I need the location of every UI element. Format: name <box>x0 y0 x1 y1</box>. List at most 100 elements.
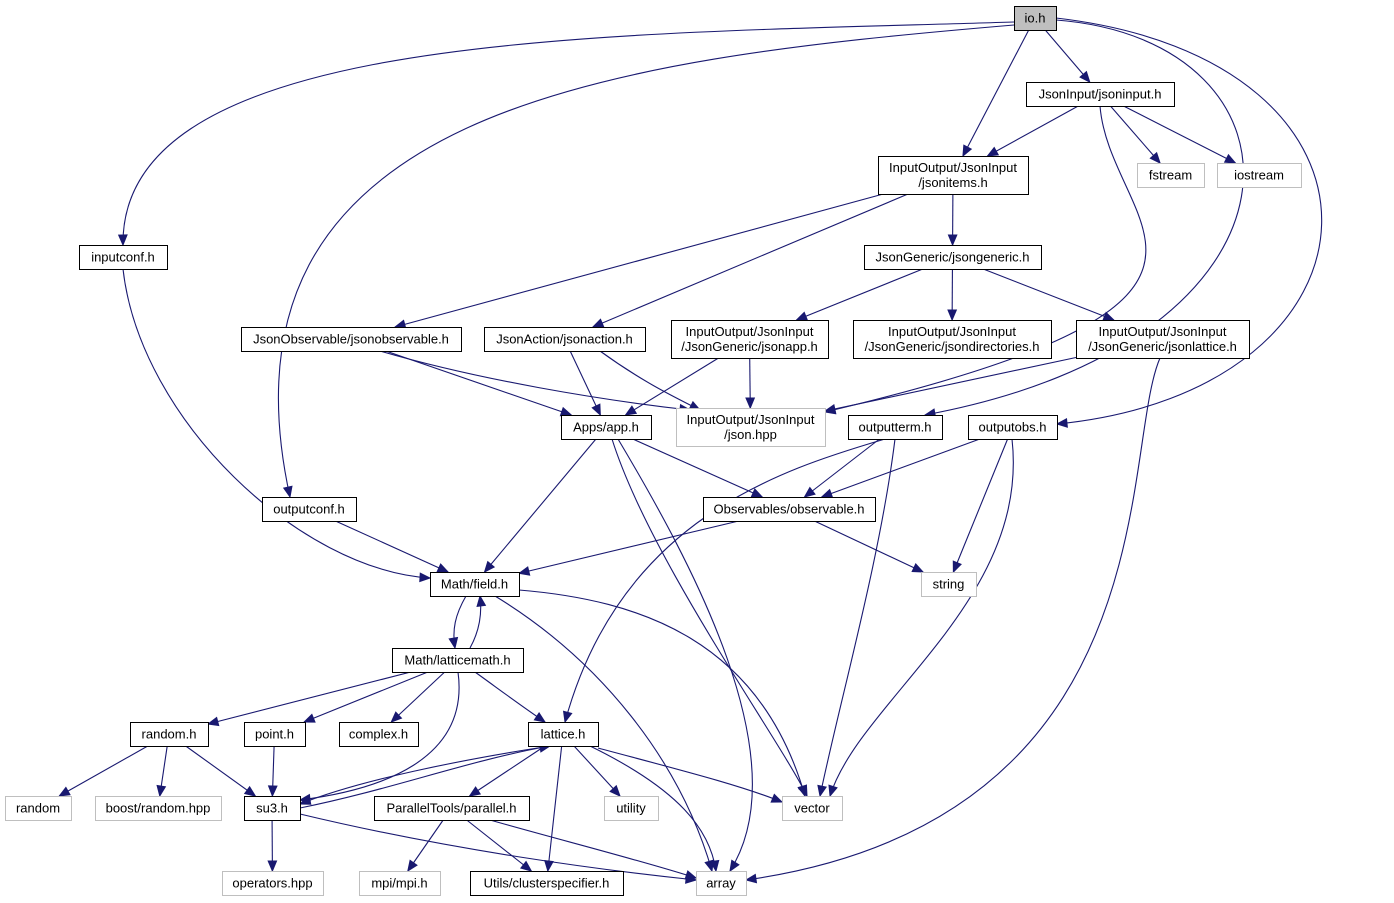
node-label: Observables/observable.h <box>713 502 864 517</box>
node-label: iostream <box>1234 168 1284 183</box>
edge-line <box>962 29 1030 157</box>
edge-jsonitems-to-jsonobservable <box>393 193 884 330</box>
node-box <box>392 648 524 673</box>
node-outputobs[interactable]: outputobs.h <box>968 415 1058 440</box>
node-outputterm[interactable]: outputterm.h <box>848 415 943 440</box>
node-lattice[interactable]: lattice.h <box>528 722 599 747</box>
node-label: Math/latticemath.h <box>404 653 510 668</box>
node-label: JsonObservable/jsonobservable.h <box>253 332 449 347</box>
node-json: InputOutput/JsonInput/json.hpp <box>676 408 826 447</box>
node-label: InputOutput/JsonInput <box>1099 324 1227 339</box>
edge-line <box>814 520 924 573</box>
edge-random_h-to-random <box>58 745 149 797</box>
node-clusterspecifier[interactable]: Utils/clusterspecifier.h <box>470 871 624 896</box>
node-jsonlattice[interactable]: InputOutput/JsonInput/JsonGeneric/jsonla… <box>1076 320 1250 359</box>
arrow-head-icon <box>267 785 278 798</box>
edge-line <box>299 745 551 805</box>
node-complex[interactable]: complex.h <box>339 722 419 747</box>
edge-point-to-su3 <box>267 745 278 798</box>
node-app[interactable]: Apps/app.h <box>561 415 652 440</box>
edge-line <box>569 350 601 416</box>
edge-parallel-to-array <box>489 819 698 880</box>
edge-line <box>122 21 1015 246</box>
arrow-head-icon <box>206 716 220 727</box>
edge-lattice-to-parallel <box>468 745 546 797</box>
node-point[interactable]: point.h <box>244 722 306 747</box>
node-jsongeneric[interactable]: JsonGeneric/jsongeneric.h <box>864 245 1042 270</box>
node-box <box>262 497 357 522</box>
node-io[interactable]: io.h <box>1014 6 1057 31</box>
node-boostrandom: boost/random.hpp <box>95 796 222 821</box>
edge-jsoninput-to-fstream <box>1110 105 1161 164</box>
node-jsonitems[interactable]: InputOutput/JsonInput/jsonitems.h <box>878 156 1029 195</box>
node-parallel[interactable]: ParallelTools/parallel.h <box>374 796 530 821</box>
edge-jsonlattice-to-array <box>744 357 1161 884</box>
edge-line <box>632 438 763 498</box>
edge-outputterm-to-vector <box>817 438 896 798</box>
node-jsondirectories[interactable]: InputOutput/JsonInput/JsonGeneric/jsondi… <box>853 320 1052 359</box>
arrow-head-icon <box>828 784 838 798</box>
arrow-head-icon <box>298 795 312 805</box>
edge-parallel-to-mpi <box>407 819 444 873</box>
node-jsonapp[interactable]: InputOutput/JsonInput/JsonGeneric/jsonap… <box>671 320 829 359</box>
node-box <box>671 320 829 359</box>
edge-layer <box>58 17 1323 884</box>
arrow-head-icon <box>820 488 834 499</box>
node-label: /JsonGeneric/jsonapp.h <box>681 339 818 354</box>
node-random_h[interactable]: random.h <box>130 722 209 747</box>
node-vector: vector <box>782 796 843 821</box>
node-box <box>853 320 1052 359</box>
edge-jsonapp-to-app <box>624 357 719 416</box>
node-label: outputconf.h <box>273 502 345 517</box>
node-array: array <box>696 871 747 896</box>
edge-line <box>489 819 697 879</box>
node-label: utility <box>616 801 646 816</box>
node-label: operators.hpp <box>232 876 312 891</box>
arrow-head-icon <box>267 860 278 873</box>
edge-lattice-to-clusterspecifier <box>544 745 563 873</box>
node-box <box>374 796 530 821</box>
edge-line <box>1110 105 1161 164</box>
node-jsonaction[interactable]: JsonAction/jsonaction.h <box>484 327 646 352</box>
node-su3[interactable]: su3.h <box>244 796 301 821</box>
edge-field-to-latticemath <box>448 595 467 650</box>
edge-line <box>1044 29 1091 83</box>
edge-jsoninput-to-iostream <box>1123 105 1237 164</box>
node-box <box>696 871 747 896</box>
node-label: JsonAction/jsonaction.h <box>496 332 633 347</box>
arrow-head-icon <box>911 563 925 573</box>
arrow-head-icon <box>302 713 316 723</box>
node-label: fstream <box>1149 168 1192 183</box>
node-jsoninput[interactable]: JsonInput/jsoninput.h <box>1026 82 1175 107</box>
node-box <box>339 722 419 747</box>
node-label: array <box>706 876 736 891</box>
node-utility: utility <box>604 796 659 821</box>
arrow-head-icon <box>282 485 293 499</box>
node-jsonobservable[interactable]: JsonObservable/jsonobservable.h <box>241 327 462 352</box>
arrow-head-icon <box>1079 70 1091 83</box>
node-box <box>1217 163 1302 188</box>
edge-field-to-array <box>494 595 714 873</box>
node-observable[interactable]: Observables/observable.h <box>703 497 876 522</box>
node-inputconf[interactable]: inputconf.h <box>79 245 168 270</box>
edge-lattice-to-utility <box>573 745 621 797</box>
node-latticemath[interactable]: Math/latticemath.h <box>392 648 524 673</box>
arrow-head-icon <box>803 486 816 498</box>
node-outputconf[interactable]: outputconf.h <box>262 497 357 522</box>
arrow-head-icon <box>448 636 459 650</box>
node-box <box>244 722 306 747</box>
edge-lattice-to-array <box>589 745 720 873</box>
edge-line <box>379 350 691 411</box>
edge-jsonapp-to-json <box>745 357 756 410</box>
arrow-head-icon <box>117 234 128 247</box>
arrow-head-icon <box>533 712 547 723</box>
edge-line <box>518 520 739 574</box>
arrow-head-icon <box>952 560 962 574</box>
node-field[interactable]: Math/field.h <box>430 572 520 597</box>
arrow-head-icon <box>156 784 167 798</box>
node-label: io.h <box>1025 11 1046 26</box>
arrow-head-icon <box>476 594 487 608</box>
node-label: inputconf.h <box>91 250 155 265</box>
node-fstream: fstream <box>1137 163 1205 188</box>
arrow-head-icon <box>609 784 621 797</box>
